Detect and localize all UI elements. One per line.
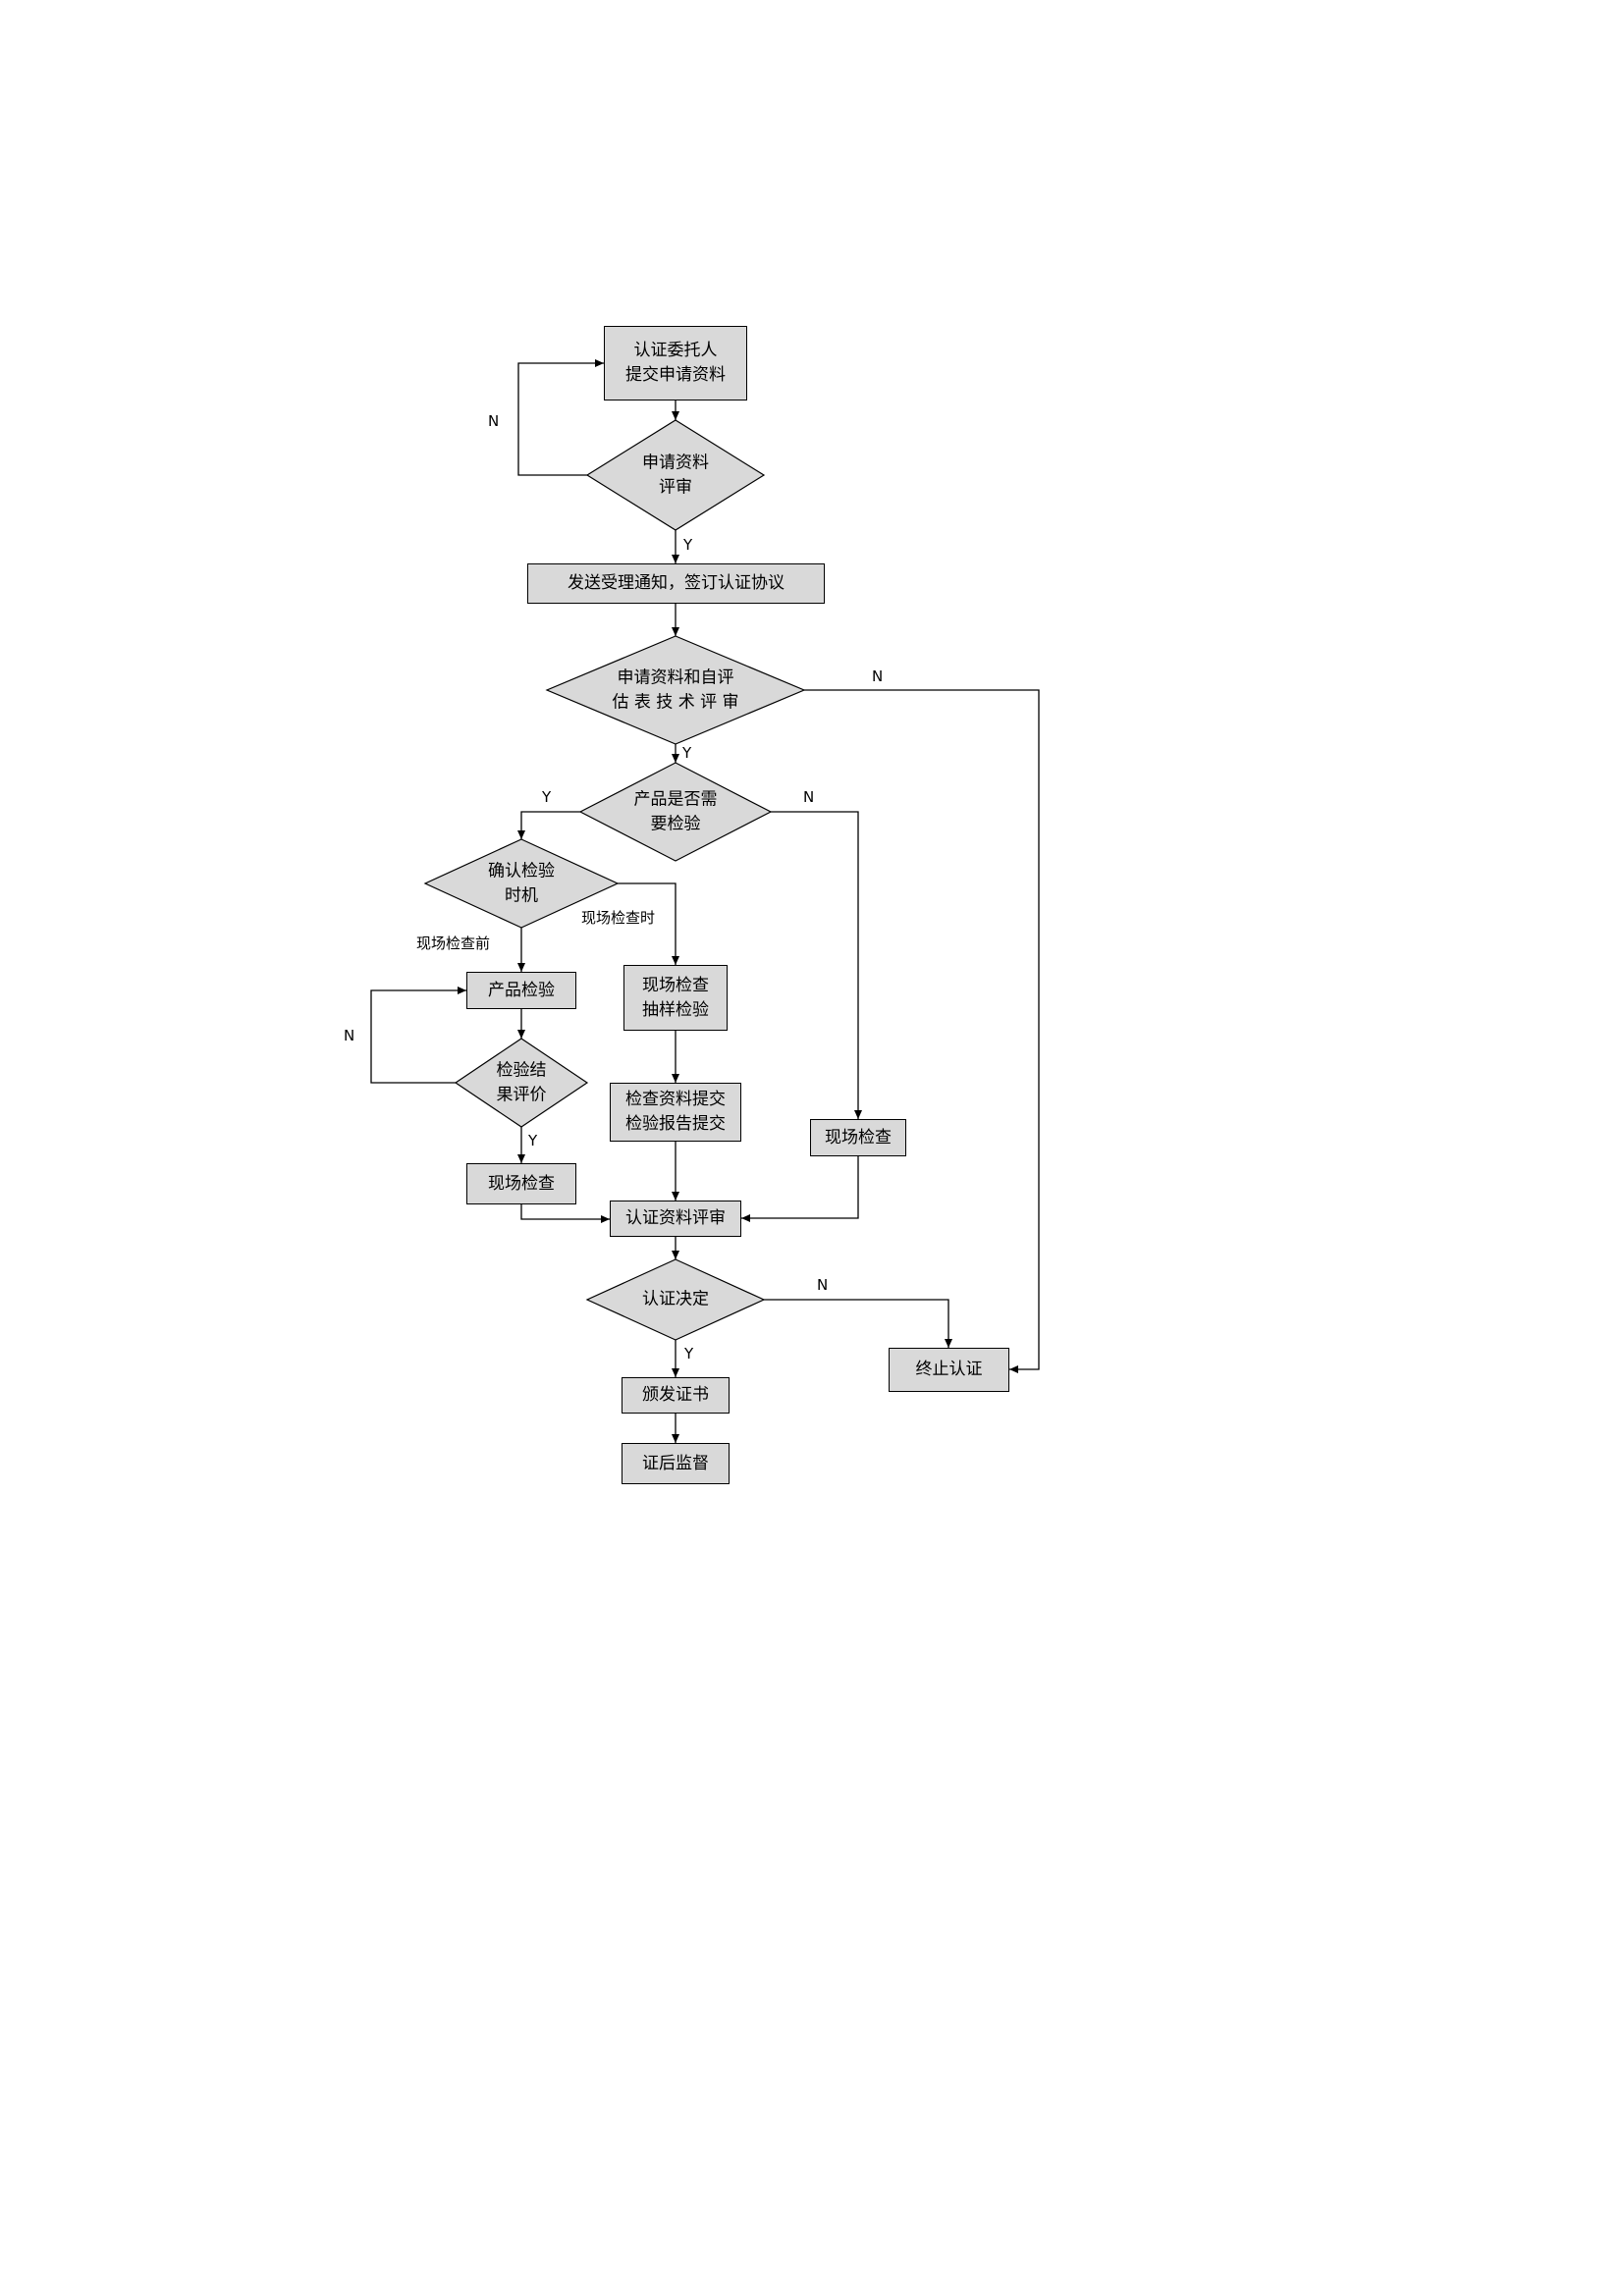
node-acceptance-notice: 发送受理通知，签订认证协议 [527,563,825,604]
node-report-submission: 检查资料提交 检验报告提交 [610,1083,741,1142]
node-tech-review-label: 申请资料和自评 估 表 技 术 评 审 [612,667,739,712]
node-submit-application: 认证委托人 提交申请资料 [604,326,747,400]
label-result-eval-n: N [344,1027,355,1044]
node-post-cert-supervision: 证后监督 [622,1443,730,1484]
edge-tech-review-n-to-terminate [804,689,1040,1373]
label-need-inspect-y: Y [542,788,552,806]
node-terminate-certification: 终止认证 [889,1348,1009,1392]
edge-onsite-right-to-cert-review [741,1156,859,1222]
label-result-eval-y: Y [528,1132,538,1149]
label-apply-review-y: Y [683,536,693,554]
label-decision-y: Y [684,1345,694,1362]
node-product-inspection: 产品检验 [466,972,576,1009]
edge-onsite-left-to-cert-review [520,1204,610,1223]
node-confirm-timing-label: 确认检验 时机 [488,861,555,905]
node-onsite-check-right: 现场检查 [810,1119,906,1156]
node-need-inspect-label: 产品是否需 要检验 [633,789,718,833]
node-onsite-sampling-inspection: 现场检查 抽样检验 [623,965,728,1031]
label-need-inspect-n: N [803,788,815,806]
edge-timing-during-branch [618,882,679,965]
label-tech-review-n: N [872,667,884,685]
edge-apply-review-n-loop [517,359,604,476]
label-apply-review-n: N [488,412,500,430]
node-apply-review-label: 申请资料 评审 [642,453,709,497]
label-decision-n: N [817,1276,829,1294]
node-cert-material-review: 认证资料评审 [610,1201,741,1237]
label-during-onsite-check: 现场检查时 [581,909,656,927]
need-inspect-diamond [578,762,773,862]
edge-need-inspect-y [517,811,580,839]
node-result-eval-label: 检验结 果评价 [496,1060,547,1104]
node-cert-decision-label: 认证决定 [642,1289,709,1309]
node-onsite-check-left: 现场检查 [466,1163,576,1204]
label-before-onsite-check: 现场检查前 [416,934,491,952]
node-issue-certificate: 颁发证书 [622,1377,730,1414]
label-tech-review-y: Y [682,744,692,762]
edge-need-inspect-n-to-onsite-right [771,811,862,1119]
edge-result-eval-n-loop [370,987,466,1084]
edge-decision-n-to-terminate [764,1299,952,1348]
